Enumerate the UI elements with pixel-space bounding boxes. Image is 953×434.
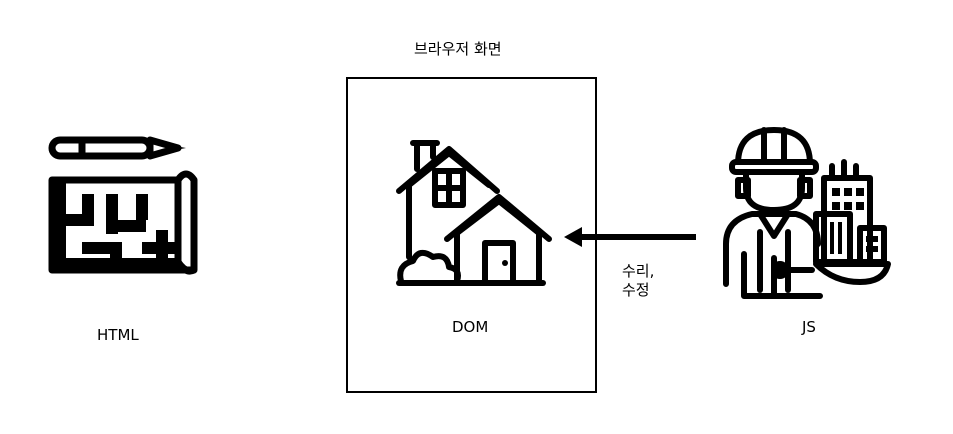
js-label: JS xyxy=(802,318,816,336)
modify-label-line2: 수정 xyxy=(622,281,650,299)
construction-worker-icon xyxy=(720,124,900,304)
modify-label: 수리, 수정 xyxy=(622,262,654,300)
modify-label-line1: 수리, xyxy=(622,262,655,280)
dom-label: DOM xyxy=(452,318,489,336)
house-icon xyxy=(391,135,553,291)
browser-screen-title: 브라우저 화면 xyxy=(414,40,502,58)
modify-arrow xyxy=(562,223,698,255)
blueprint-icon xyxy=(46,132,206,292)
html-label: HTML xyxy=(97,326,139,344)
